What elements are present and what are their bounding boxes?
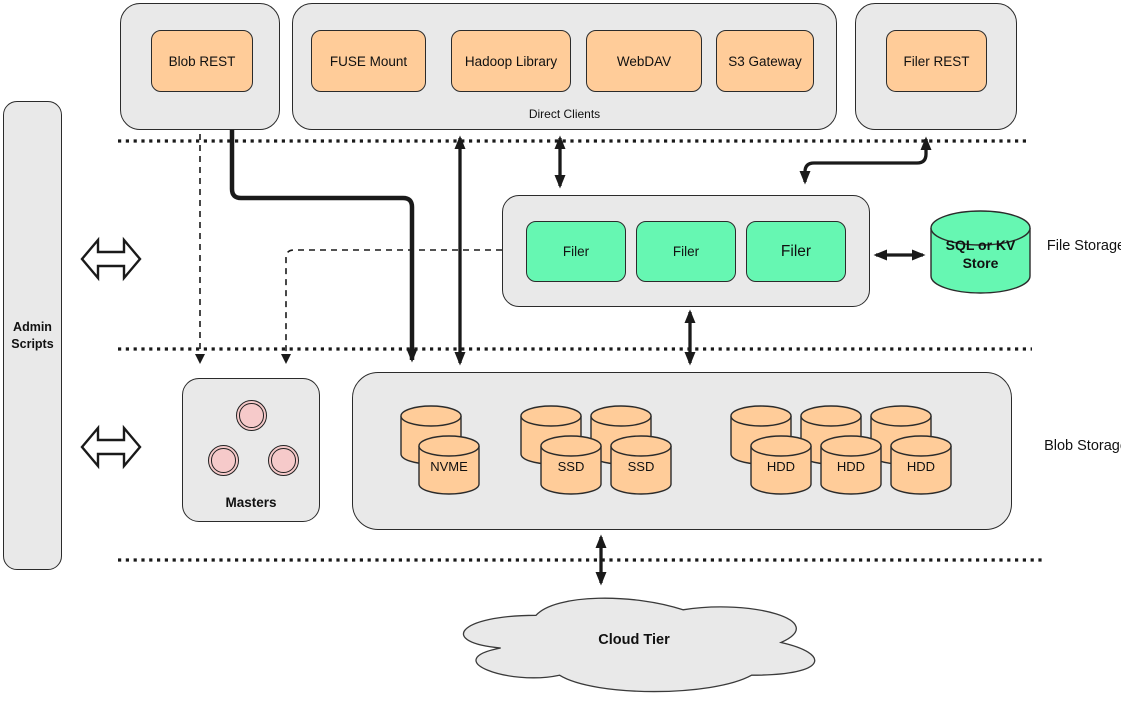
masters-label: Masters: [225, 495, 277, 510]
direct-clients-label: Direct Clients: [528, 107, 601, 121]
ssd-label: SSD: [557, 459, 585, 474]
filer-label: Filer: [780, 242, 812, 260]
disk-icon: [610, 435, 672, 495]
connector-filerrest-filer: [799, 136, 932, 185]
cloud-icon: [462, 597, 816, 693]
filer-cluster-group: Filer Filer Filer: [502, 195, 870, 307]
cloud-tier-shape: Cloud Tier: [438, 588, 830, 697]
webdav-node: WebDAV: [586, 30, 702, 92]
ssd-label: SSD: [627, 459, 655, 474]
file-storage-tier-label: File Storage: [1046, 238, 1121, 254]
nvme-disk-cylinder: NVME: [418, 435, 480, 495]
fuse-mount-label: FUSE Mount: [329, 53, 408, 69]
masters-group: Masters: [182, 378, 320, 522]
filer-node: Filer: [526, 221, 626, 282]
filer-rest-node: Filer REST: [886, 30, 987, 92]
cloud-tier-label: Cloud Tier: [598, 632, 670, 648]
s3-gateway-node: S3 Gateway: [716, 30, 814, 92]
admin-file-storage-arrow-icon: [80, 236, 142, 282]
filer-node: Filer: [746, 221, 846, 282]
master-node-icon: [236, 400, 267, 431]
sql-kv-store-label: SQL or KV Store: [945, 237, 1016, 272]
admin-scripts-label: Admin Scripts: [11, 319, 54, 351]
disk-icon: [418, 435, 480, 495]
disk-icon: [890, 435, 952, 495]
blob-rest-node: Blob REST: [151, 30, 253, 92]
blob-rest-label: Blob REST: [168, 53, 236, 69]
filer-rest-group: Filer REST: [855, 3, 1017, 130]
nvme-label: NVME: [430, 459, 468, 474]
hadoop-library-node: Hadoop Library: [451, 30, 571, 92]
hdd-label: HDD: [766, 459, 796, 474]
database-icon: [930, 210, 1031, 294]
sql-kv-store-cylinder: SQL or KV Store: [930, 210, 1031, 294]
filer-label: Filer: [562, 244, 590, 259]
disk-icon: [820, 435, 882, 495]
hdd-label: HDD: [906, 459, 936, 474]
hdd-disk-cylinder: HDD: [890, 435, 952, 495]
admin-blob-storage-arrow-icon: [80, 424, 142, 470]
connector-blobrest-blobstorage: [229, 130, 418, 363]
filer-node: Filer: [636, 221, 736, 282]
webdav-label: WebDAV: [616, 53, 672, 69]
master-node-icon: [268, 445, 299, 476]
hdd-disk-cylinder: HDD: [820, 435, 882, 495]
hadoop-library-label: Hadoop Library: [464, 53, 558, 69]
master-node-icon: [208, 445, 239, 476]
ssd-disk-cylinder: SSD: [540, 435, 602, 495]
s3-gateway-label: S3 Gateway: [728, 53, 802, 69]
admin-scripts-panel: Admin Scripts: [3, 101, 62, 570]
disk-icon: [750, 435, 812, 495]
hdd-label: HDD: [836, 459, 866, 474]
disk-icon: [540, 435, 602, 495]
hdd-disk-cylinder: HDD: [750, 435, 812, 495]
fuse-mount-node: FUSE Mount: [311, 30, 426, 92]
blob-rest-group: Blob REST: [120, 3, 280, 130]
direct-clients-group: FUSE Mount Hadoop Library WebDAV S3 Gate…: [292, 3, 837, 130]
ssd-disk-cylinder: SSD: [610, 435, 672, 495]
blob-storage-tier-label: Blob Storage: [1044, 438, 1121, 454]
filer-rest-label: Filer REST: [903, 53, 970, 69]
connector-filer-masters-dashed: [281, 249, 502, 364]
filer-label: Filer: [672, 244, 700, 259]
